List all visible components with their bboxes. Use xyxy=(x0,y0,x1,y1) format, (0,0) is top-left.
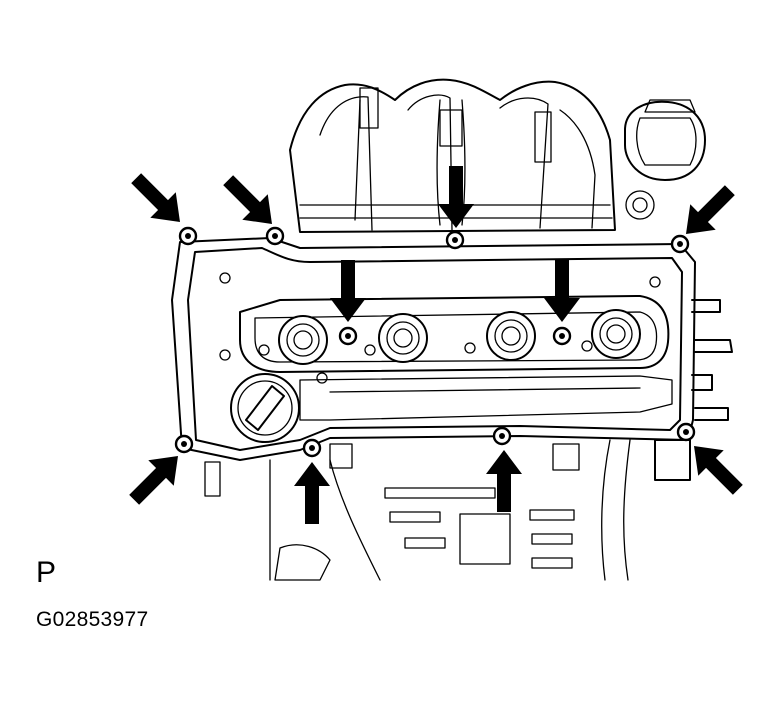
bolt xyxy=(302,438,322,458)
coolant-pipes xyxy=(654,299,733,481)
arrow-center-left-bolt xyxy=(330,260,366,322)
arrow-top-center xyxy=(438,166,474,228)
bolt xyxy=(670,234,690,254)
arrow-top-left-inner xyxy=(223,175,272,224)
bolt xyxy=(265,226,285,246)
cover-bolts xyxy=(174,226,696,458)
bolt xyxy=(178,226,198,246)
bolt xyxy=(552,326,572,346)
cover-mounting-holes xyxy=(219,272,661,384)
view-label: P xyxy=(36,556,57,589)
arrow-bottom-right-corner xyxy=(694,446,743,495)
spark-plug-hole xyxy=(378,313,428,363)
oil-filler-cap xyxy=(230,373,300,443)
spark-plug-holes xyxy=(278,309,641,365)
spark-plug-hole xyxy=(591,309,641,359)
throttle-body xyxy=(624,99,706,220)
arrow-top-right-corner xyxy=(686,185,735,234)
spark-plug-hole xyxy=(486,311,536,361)
arrow-center-right-bolt xyxy=(544,260,580,322)
arrow-bottom-left-inner xyxy=(294,462,330,524)
arrow-top-left-corner xyxy=(131,173,180,222)
arrow-bottom-center xyxy=(486,450,522,512)
spark-plug-hole xyxy=(278,315,328,365)
engine-block xyxy=(204,439,631,581)
bolt xyxy=(445,230,465,250)
bolt xyxy=(174,434,194,454)
indicator-arrows xyxy=(129,166,743,524)
bolt xyxy=(492,426,512,446)
figure-id: G02853977 xyxy=(36,608,149,631)
bolt xyxy=(338,326,358,346)
arrow-bottom-left-corner xyxy=(129,456,178,505)
bolt xyxy=(676,422,696,442)
